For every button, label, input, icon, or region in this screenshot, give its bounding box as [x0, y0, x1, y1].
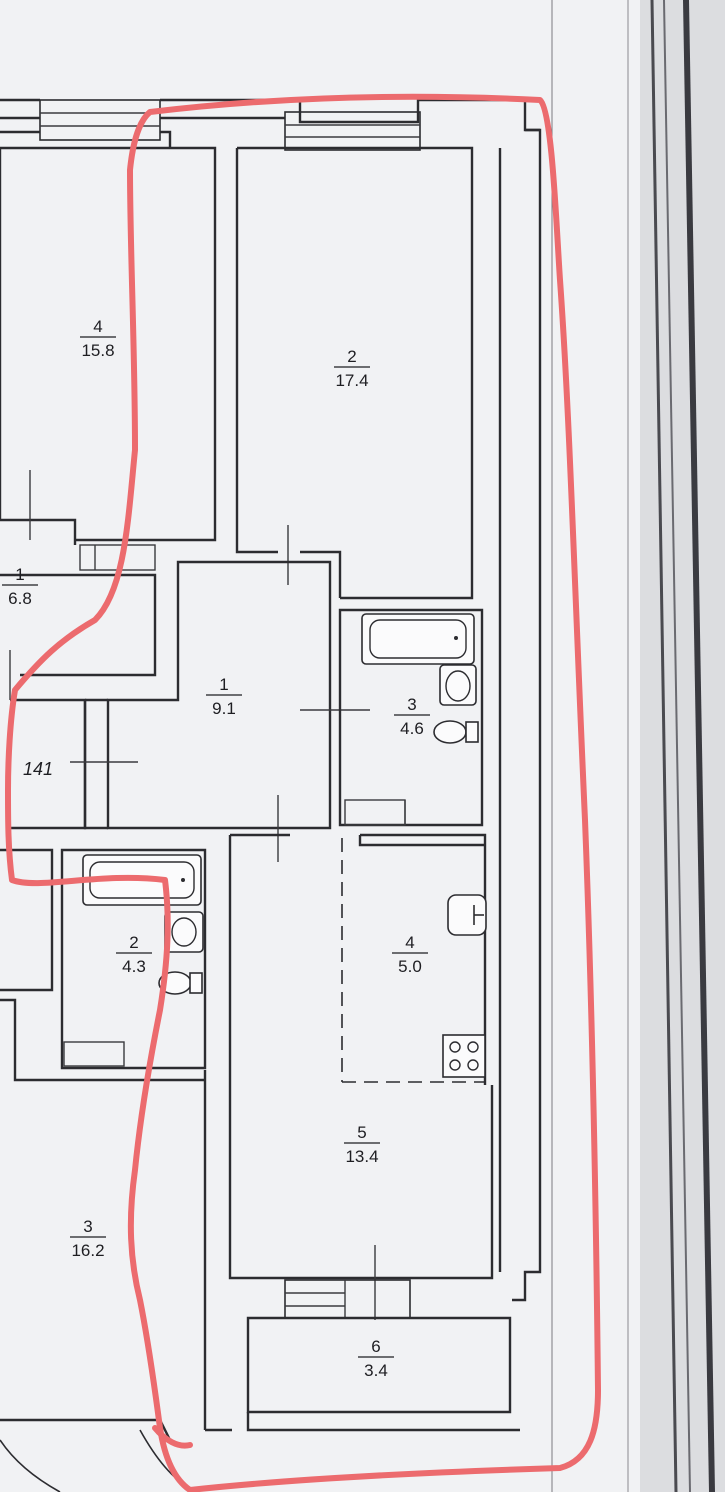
room-area: 16.2: [71, 1241, 104, 1260]
sink-icon: [439, 664, 477, 706]
room-6-balcony: [203, 1070, 520, 1432]
room-1-left: [0, 573, 157, 700]
room-1-main: [10, 560, 370, 862]
room-label-r2-bath: 24.3: [116, 933, 152, 976]
apartment-number: 141: [23, 759, 53, 779]
room-area: 13.4: [345, 1147, 378, 1166]
window-bottom: [284, 1279, 411, 1319]
room-label-r4-kitch: 45.0: [392, 933, 428, 976]
window-top-right: [284, 111, 421, 151]
room-label-r3-left: 316.2: [70, 1217, 106, 1260]
room-label-r3-bath: 34.6: [394, 695, 430, 738]
highlight-outline: [5, 93, 601, 1492]
room-area: 3.4: [364, 1361, 388, 1380]
room-label-r1-left: 16.8: [2, 565, 38, 608]
room-area: 6.8: [8, 589, 32, 608]
room-label-r6-balc: 63.4: [358, 1337, 394, 1380]
room-number: 5: [357, 1123, 366, 1142]
room-number: 2: [129, 933, 138, 952]
room-number: 4: [405, 933, 414, 952]
room-2-main: [235, 146, 474, 600]
bathtub-icon: [361, 613, 475, 665]
room-label-r5-main: 513.4: [344, 1123, 380, 1166]
room-3-bath: [338, 608, 484, 827]
room-number: 1: [219, 675, 228, 694]
room-area: 17.4: [335, 371, 368, 390]
room-area: 15.8: [81, 341, 114, 360]
room-number: 4: [93, 317, 102, 336]
room-number: 6: [371, 1337, 380, 1356]
sink-icon-left: [164, 911, 204, 953]
room-2-bath: [0, 848, 207, 1070]
radiator-icon: [447, 894, 487, 936]
room-label-r2-main: 217.4: [334, 347, 370, 390]
room-area: 4.6: [400, 719, 424, 738]
room-area: 5.0: [398, 957, 422, 976]
room-5-main: [228, 833, 494, 1320]
room-number: 3: [83, 1217, 92, 1236]
toilet-icon: [433, 720, 479, 744]
room-number: 3: [407, 695, 416, 714]
room-label-r4-left: 415.8: [80, 317, 116, 360]
window-top-left: [39, 99, 161, 141]
highlight-stroke-bottom: [152, 1425, 193, 1449]
page-binding: [551, 0, 725, 1492]
room-area: 9.1: [212, 699, 236, 718]
room-number: 1: [15, 565, 24, 584]
outer-walls: [0, 98, 542, 1302]
room-number: 2: [347, 347, 356, 366]
room-label-r1-main: 19.1: [206, 675, 242, 718]
stove-icon: [442, 1034, 486, 1078]
room-area: 4.3: [122, 957, 146, 976]
